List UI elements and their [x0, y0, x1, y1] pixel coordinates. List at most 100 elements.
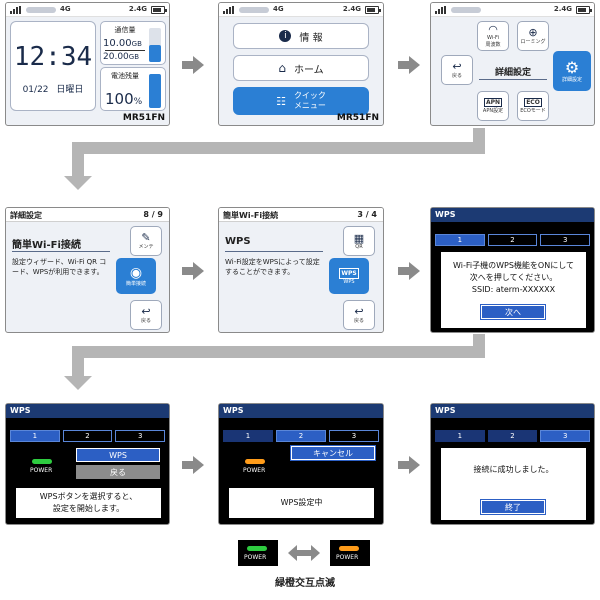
- signal-icon: [223, 6, 237, 14]
- step-3: 3: [540, 430, 591, 442]
- battery-icon: [365, 6, 381, 14]
- section-description: Wi-Fi設定をWPSによって設定することができます。: [225, 258, 320, 276]
- step-indicator: 1 2 3: [435, 430, 591, 442]
- maintenance-button[interactable]: ✎ メンテ: [130, 226, 162, 256]
- title-bar: 簡単Wi-Fi接続 3 / 4: [219, 208, 383, 222]
- back-arrow-icon: ↩: [354, 305, 364, 318]
- back-arrow-icon: ↩: [141, 305, 151, 318]
- title-bar: WPS: [431, 404, 594, 418]
- battery-icon: [151, 6, 167, 14]
- home-screen: 4G 2.4G 12:34 01/22 日曜日 通信量 10.00GB 20.0…: [5, 2, 170, 126]
- info-icon: i: [279, 30, 292, 42]
- step-3: 3: [540, 234, 591, 246]
- qr-code-icon: ▦: [353, 231, 365, 245]
- qr-button[interactable]: ▦ QR: [343, 226, 375, 256]
- next-button[interactable]: 次へ: [480, 304, 546, 320]
- menu-home-button[interactable]: ⌂ ホーム: [233, 55, 369, 81]
- section-description: 設定ウィザード、Wi-Fi QR コード、WPSが利用できます。: [12, 258, 107, 276]
- detail-settings-screen: 2.4G ◠ Wi-Fi 周波数 ⊕ ローミング ↩ 戻る 詳細設定 ⚙ 詳細設…: [430, 2, 595, 126]
- clock-date: 01/22: [22, 85, 49, 95]
- screen-title: 詳細設定: [10, 211, 42, 220]
- detail-settings-button[interactable]: ⚙ 詳細設定: [553, 51, 591, 91]
- model-name: MR51FN: [336, 113, 379, 123]
- step-3: 3: [329, 430, 379, 442]
- data-used: 10.00: [103, 38, 132, 49]
- back-button[interactable]: 戻る: [76, 465, 160, 479]
- signal-icon: [10, 6, 24, 14]
- step-1: 1: [223, 430, 273, 442]
- data-usage-bar: [149, 28, 161, 62]
- back-button[interactable]: ↩ 戻る: [343, 300, 375, 330]
- alternate-arrow-icon: [288, 545, 320, 561]
- title-bar: WPS: [431, 208, 594, 222]
- instruction-box: WPSボタンを選択すると、 設定を開始します。: [16, 488, 161, 518]
- step-indicator: 1 2 3: [223, 430, 379, 442]
- step-indicator: 1 2 3: [10, 430, 166, 442]
- title-bar: WPS: [219, 404, 383, 418]
- wps-intro-screen: 簡単Wi-Fi接続 3 / 4 WPS Wi-Fi設定をWPSによって設定するこ…: [218, 207, 384, 333]
- wifi-band-button[interactable]: ◠ Wi-Fi 周波数: [477, 21, 509, 51]
- globe-icon: ⊕: [528, 26, 538, 39]
- step-2: 2: [276, 430, 326, 442]
- step-3: 3: [115, 430, 166, 442]
- status-box: WPS設定中: [229, 488, 374, 518]
- step-1: 1: [435, 234, 485, 246]
- menu-info-button[interactable]: i 情 報: [233, 23, 369, 49]
- battery-bar: [149, 74, 161, 108]
- power-label: POWER: [243, 467, 266, 474]
- apn-settings-button[interactable]: APN APN設定: [477, 91, 509, 121]
- back-arrow-icon: ↩: [452, 60, 462, 73]
- status-bar: 4G 2.4G: [6, 3, 169, 17]
- wifi-connect-icon: ◉: [129, 264, 143, 281]
- step-1: 1: [10, 430, 60, 442]
- back-button[interactable]: ↩ 戻る: [130, 300, 162, 330]
- legend-orange-box: POWER: [330, 540, 370, 566]
- wrench-icon: ✎: [141, 231, 151, 244]
- wps-start-button[interactable]: WPS: [76, 448, 160, 462]
- cancel-button[interactable]: キャンセル: [290, 445, 376, 461]
- section-heading: 簡単Wi-Fi接続: [12, 240, 81, 251]
- section-heading: WPS: [225, 236, 251, 247]
- back-button[interactable]: ↩ 戻る: [441, 55, 473, 85]
- clock-time: 12:34: [13, 42, 93, 72]
- status-bar: 2.4G: [431, 3, 594, 17]
- title-bar: WPS: [6, 404, 169, 418]
- eco-icon: ECO: [524, 98, 542, 107]
- wifi-band: 2.4G: [128, 5, 147, 13]
- model-name: MR51FN: [122, 113, 165, 123]
- apn-icon: APN: [483, 98, 503, 107]
- detail-settings-page-screen: 詳細設定 8 / 9 簡単Wi-Fi接続 設定ウィザード、Wi-Fi QR コー…: [5, 207, 170, 333]
- eco-mode-button[interactable]: ECO ECOモード: [517, 91, 549, 121]
- menu-screen: 4G 2.4G i 情 報 ⌂ ホーム ☷ クイック メニュー MR51FN: [218, 2, 384, 126]
- battery-label: 電池残量: [111, 72, 139, 80]
- power-led-green: [32, 459, 52, 464]
- battery-value: 100: [105, 90, 134, 108]
- step-2: 2: [487, 430, 538, 442]
- data-usage-label: 通信量: [114, 26, 136, 34]
- finish-button[interactable]: 終了: [480, 499, 546, 515]
- title-bar: 詳細設定 8 / 9: [6, 208, 169, 222]
- wps-success-screen: WPS 1 2 3 接続に成功しました。 終了: [430, 403, 595, 525]
- page-indicator: 8 / 9: [143, 210, 163, 219]
- detail-center-label: 詳細設定: [494, 68, 531, 78]
- step-2: 2: [62, 430, 113, 442]
- roaming-button[interactable]: ⊕ ローミング: [517, 21, 549, 51]
- battery-panel: 電池残量 100%: [100, 67, 166, 111]
- gear-icon: ⚙: [564, 57, 580, 77]
- data-total: 20.00: [103, 52, 129, 62]
- step-indicator: 1 2 3: [435, 234, 591, 246]
- status-bar: 4G 2.4G: [219, 3, 383, 17]
- step-1: 1: [435, 430, 485, 442]
- data-usage-panel: 通信量 10.00GB 20.00GB: [100, 21, 166, 65]
- easy-connect-button[interactable]: ◉ 簡単接続: [116, 258, 156, 294]
- power-label: POWER: [30, 467, 53, 474]
- wifi-icon: ◠: [488, 23, 498, 36]
- wps-select-screen: WPS 1 2 3 POWER WPS 戻る WPSボタンを選択すると、 設定を…: [5, 403, 170, 525]
- screen-title: 簡単Wi-Fi接続: [223, 211, 279, 220]
- menu-quick-button[interactable]: ☷ クイック メニュー: [233, 87, 369, 115]
- wps-button[interactable]: WPS WPS: [329, 258, 369, 294]
- network-type: 4G: [60, 5, 71, 13]
- list-icon: ☷: [276, 94, 286, 108]
- battery-icon: [576, 6, 592, 14]
- signal-icon: [435, 6, 449, 14]
